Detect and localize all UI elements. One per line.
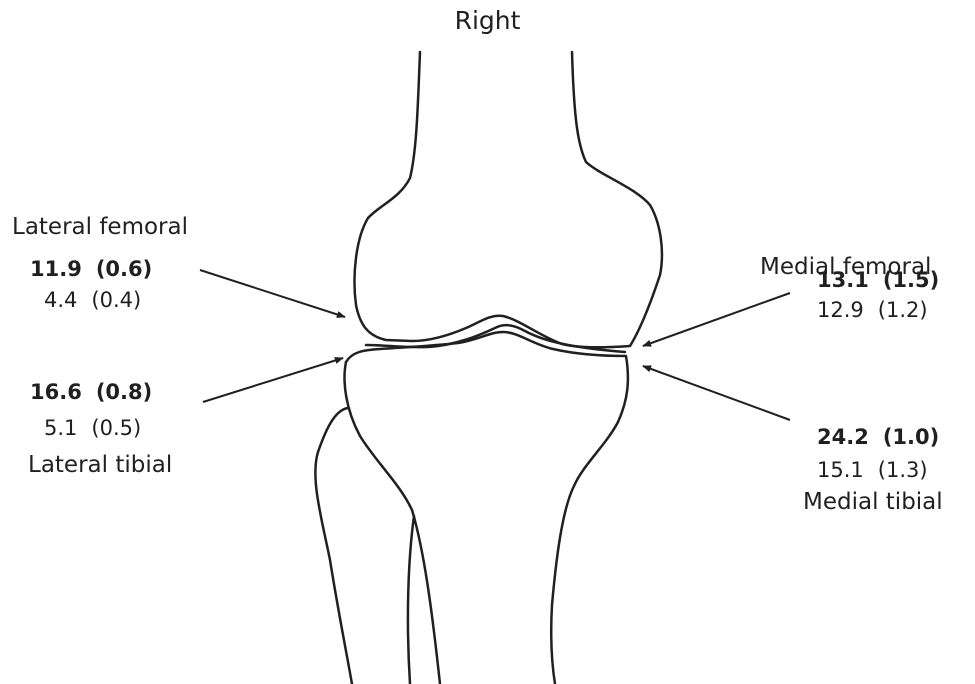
arrow-medial-femoral	[643, 293, 790, 346]
lateral-tibial-secondary-sd: (0.5)	[91, 416, 141, 440]
medial-tibial-label: Medial tibial	[803, 487, 943, 517]
medial-tibial-secondary: 15.1 (1.3)	[817, 456, 928, 484]
arrow-lateral-femoral	[200, 270, 345, 317]
medial-femoral-primary-value: 13.1	[817, 268, 869, 292]
femur-outline	[355, 52, 662, 347]
lateral-tibial-primary-sd: (0.8)	[96, 380, 152, 404]
medial-tibial-secondary-sd: (1.3)	[878, 458, 928, 482]
lateral-femoral-primary-value: 11.9	[30, 257, 82, 281]
lateral-tibial-secondary: 5.1 (0.5)	[44, 414, 141, 442]
medial-tibial-primary: 24.2 (1.0)	[817, 423, 939, 451]
medial-tibial-primary-value: 24.2	[817, 425, 869, 449]
medial-tibial-secondary-value: 15.1	[817, 458, 864, 482]
medial-femoral-secondary-sd: (1.2)	[878, 298, 928, 322]
tibia-outline	[346, 332, 628, 684]
lateral-tibial-secondary-value: 5.1	[44, 416, 77, 440]
medial-femoral-primary-sd: (1.5)	[883, 268, 939, 292]
medial-femoral-primary: 13.1 (1.5)	[817, 266, 939, 294]
fibula-inner-line	[408, 516, 414, 684]
lateral-femoral-label: Lateral femoral	[12, 212, 188, 242]
arrow-medial-tibial	[643, 366, 790, 420]
lateral-tibial-label: Lateral tibial	[28, 450, 172, 480]
medial-tibial-primary-sd: (1.0)	[883, 425, 939, 449]
arrow-lateral-tibial	[203, 358, 343, 402]
fibula-outline	[315, 408, 352, 684]
diagram-title: Right	[0, 4, 975, 38]
lateral-femoral-secondary-sd: (0.4)	[91, 288, 141, 312]
tibia-medial-shaft	[345, 362, 440, 684]
medial-femoral-secondary-value: 12.9	[817, 298, 864, 322]
lateral-tibial-primary: 16.6 (0.8)	[30, 378, 152, 406]
lateral-femoral-primary-sd: (0.6)	[96, 257, 152, 281]
lateral-femoral-secondary-value: 4.4	[44, 288, 77, 312]
lateral-femoral-secondary: 4.4 (0.4)	[44, 286, 141, 314]
lateral-tibial-primary-value: 16.6	[30, 380, 82, 404]
lateral-femoral-primary: 11.9 (0.6)	[30, 255, 152, 283]
medial-femoral-secondary: 12.9 (1.2)	[817, 296, 928, 324]
